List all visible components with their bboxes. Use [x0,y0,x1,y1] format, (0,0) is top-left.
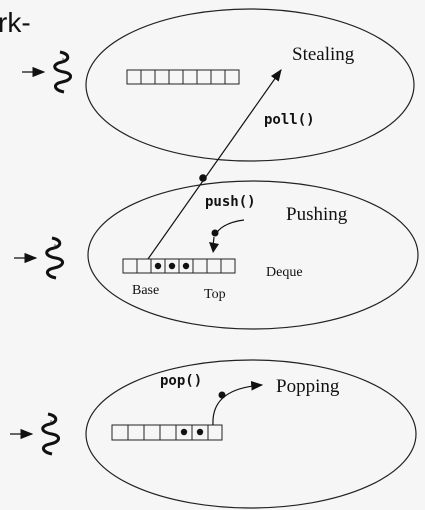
thread-coil-icon [41,412,60,456]
poll-method-label: poll() [264,112,315,128]
stealing-deque [126,69,240,85]
push-method-label: push() [205,194,256,210]
base-label: Base [132,283,159,298]
stealing-panel: Stealing poll() [22,8,415,162]
pop-method-label: pop() [160,373,202,389]
pushing-deque [122,258,236,274]
thread-icon-pushing [14,236,64,280]
stealing-title: Stealing [292,44,355,65]
popping-deque [111,424,223,441]
push-arrow [214,219,245,237]
thread-icon-popping [10,412,60,456]
steal-arrow [147,69,282,260]
deque-label: Deque [266,265,303,280]
popping-panel: pop() Popping [10,359,417,509]
thread-coil-icon [45,236,64,280]
pushing-panel: Base Top Deque Pushing push() [14,180,419,330]
thread-coil-icon [53,50,72,94]
popping-deque-items [180,428,204,436]
pop-arrow [212,381,264,426]
pushing-title: Pushing [286,204,348,225]
popping-title: Popping [276,376,340,397]
thread-icon-stealing [22,50,72,94]
header-fragment: rk- [0,7,31,38]
pushing-deque-items [154,262,190,270]
top-label: Top [204,287,226,302]
